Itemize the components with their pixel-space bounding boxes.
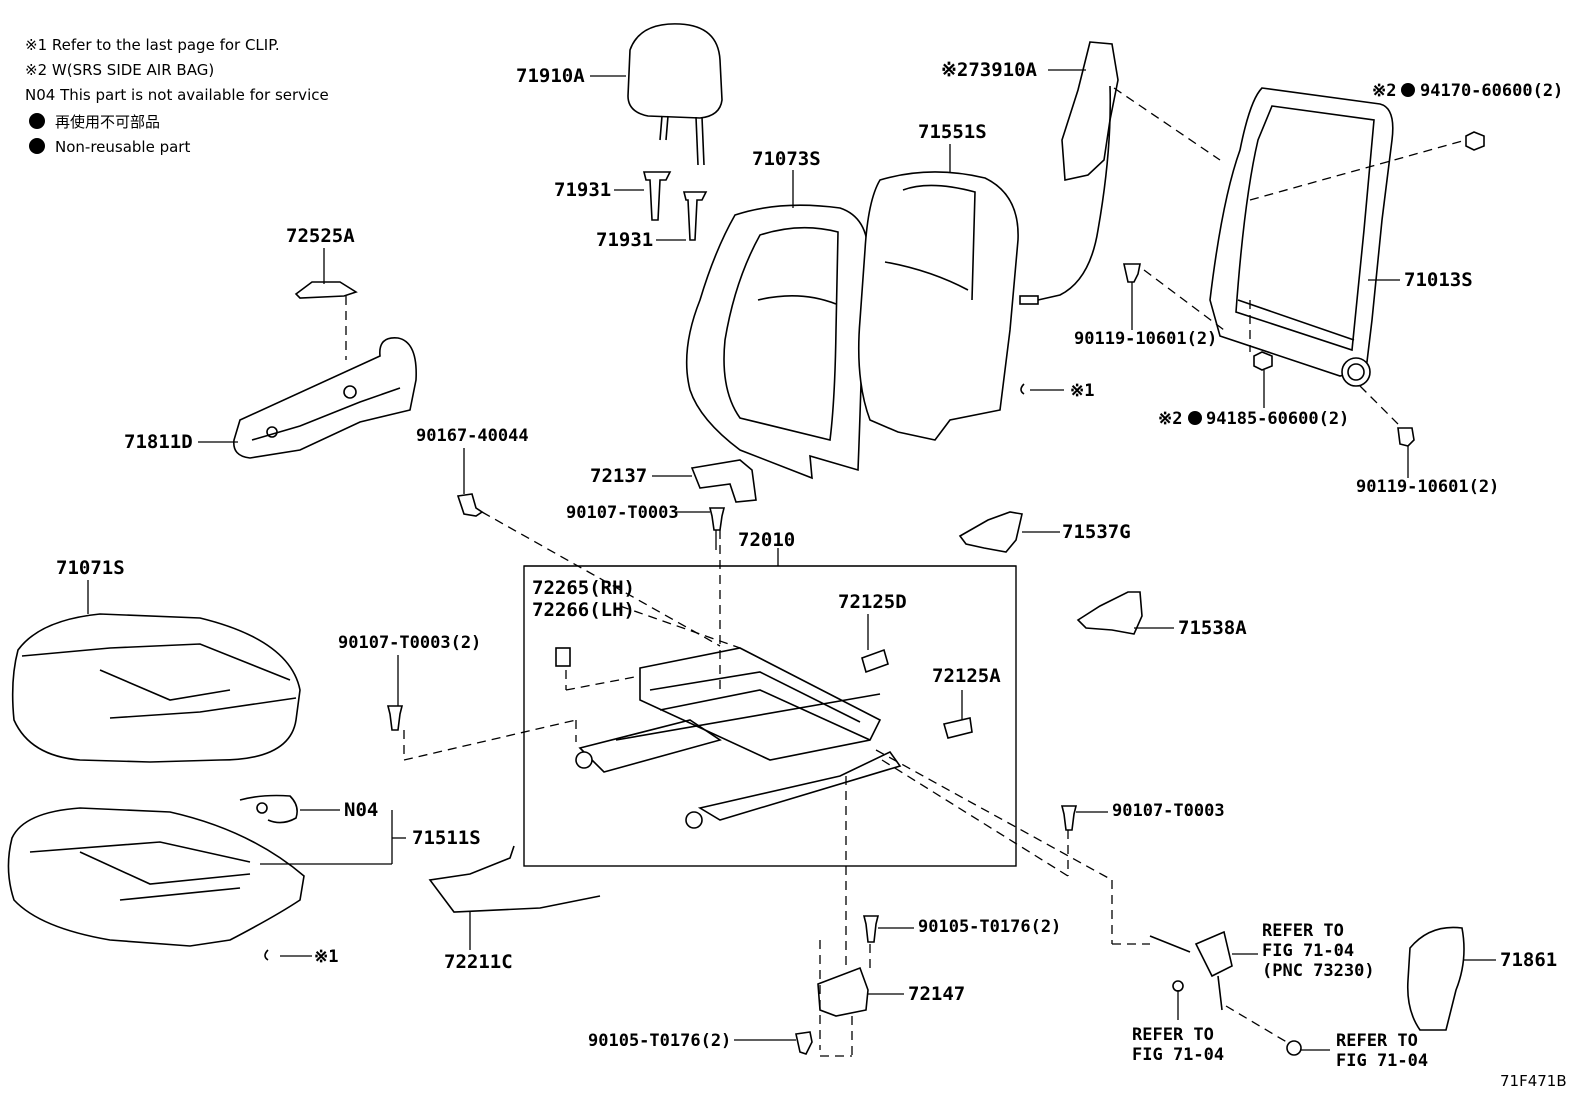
cover-71861-drawing: [1406, 926, 1465, 1031]
label-refer-belt-3: (PNC 73230): [1262, 961, 1375, 981]
label-72525A: 72525A: [286, 225, 355, 247]
headrest-drawing: [627, 23, 723, 166]
label-90107-top: 90107-T0003: [566, 503, 679, 523]
label-72125D: 72125D: [838, 591, 907, 613]
cushion-pad-drawing: [7, 807, 305, 947]
cover-71537G-drawing: [958, 511, 1023, 553]
note-n04: N04 This part is not available for servi…: [25, 86, 329, 104]
label-94170-note: ※2: [1372, 81, 1396, 101]
headrest-support-drawing: [642, 171, 708, 241]
assembly-dashed-lines: [345, 87, 1467, 1057]
bolt-90167-drawing: [456, 493, 484, 517]
bolt-90105-lower-drawing: [795, 1031, 813, 1055]
bolt-90119-upper-drawing: [1123, 263, 1141, 283]
label-72266-lh: 72266(LH): [532, 599, 635, 621]
note-non-reusable-jp: 再使用不可部品: [55, 113, 160, 131]
note-non-reusable-en: Non-reusable part: [55, 138, 190, 156]
harness-N04-drawing: [239, 794, 298, 824]
label-refer-nut-1: REFER TO: [1336, 1031, 1418, 1051]
label-71931-upper: 71931: [554, 179, 611, 201]
label-71931-lower: 71931: [596, 229, 653, 251]
label-71071S: 71071S: [56, 557, 125, 579]
label-90107-right: 90107-T0003: [1112, 801, 1225, 821]
label-refer-nut-2: FIG 71-04: [1336, 1051, 1428, 1071]
part-labels: 71910A ※273910A ※2 94170-60600(2) 71551S…: [56, 59, 1567, 1090]
label-90167-40044: 90167-40044: [416, 426, 529, 446]
label-71910A: 71910A: [516, 65, 585, 87]
label-90105-lower: 90105-T0176(2): [588, 1031, 731, 1051]
label-refer-mid-2: FIG 71-04: [1132, 1045, 1224, 1065]
seatback-cover-drawing: [685, 204, 869, 480]
label-72211C: 72211C: [444, 951, 513, 973]
screw-90107-right-drawing: [1060, 805, 1078, 831]
cover-72125D-drawing: [861, 648, 889, 674]
nut-94185-drawing: [1253, 351, 1273, 371]
label-refer-belt-1: REFER TO: [1262, 921, 1344, 941]
clip-symbol-icon: [264, 383, 1025, 961]
nut-94170-drawing: [1465, 131, 1485, 151]
label-71073S: 71073S: [752, 148, 821, 170]
label-72265-rh: 72265(RH): [532, 577, 635, 599]
label-94185-note: ※2: [1158, 409, 1182, 429]
leader-lines: [87, 69, 1496, 1051]
seatback-pad-drawing: [857, 171, 1019, 441]
label-90119-upper: 90119-10601(2): [1074, 329, 1217, 349]
non-reusable-bullet-icon: [1401, 83, 1415, 97]
label-refer-mid-1: REFER TO: [1132, 1025, 1214, 1045]
label-clip-upper: ※1: [1070, 381, 1094, 401]
label-71538A: 71538A: [1178, 617, 1247, 639]
label-71811D: 71811D: [124, 431, 193, 453]
seatbelt-buckle-drawing: [1149, 930, 1302, 1056]
label-71551S: 71551S: [918, 121, 987, 143]
label-72010: 72010: [738, 529, 795, 551]
side-airbag-drawing: [1019, 41, 1119, 305]
label-90119-lower: 90119-10601(2): [1356, 477, 1499, 497]
seat-track-drawing: [575, 647, 902, 829]
bracket-72147-drawing: [817, 966, 869, 1017]
non-reusable-bullet-icon: [29, 138, 45, 154]
label-N04: N04: [344, 799, 378, 821]
non-reusable-bullet-icon: [29, 113, 45, 129]
cover-71538A-drawing: [1076, 591, 1143, 635]
label-71861: 71861: [1500, 949, 1557, 971]
label-94170-60600: 94170-60600(2): [1420, 81, 1563, 101]
cover-72137-drawing: [690, 459, 757, 503]
cushion-cover-drawing: [11, 613, 301, 763]
screw-90107-left-drawing: [386, 705, 404, 731]
label-73910A: ※273910A: [941, 59, 1038, 81]
label-90105-upper: 90105-T0176(2): [918, 917, 1061, 937]
bolt-90105-upper-drawing: [862, 915, 880, 943]
label-clip-lower: ※1: [314, 947, 338, 967]
seatback-frame-drawing: [1209, 87, 1394, 387]
label-71537G: 71537G: [1062, 521, 1131, 543]
wire-72211C-drawing: [428, 845, 601, 913]
label-71013S: 71013S: [1404, 269, 1473, 291]
cover-72125A-drawing: [942, 717, 973, 739]
figure-code: 71F471B: [1500, 1072, 1567, 1090]
label-72147: 72147: [908, 983, 965, 1005]
label-94185-60600: 94185-60600(2): [1206, 409, 1349, 429]
side-shield-drawing: [233, 337, 417, 459]
label-72137: 72137: [590, 465, 647, 487]
cover-72265-drawing: [555, 647, 571, 667]
label-72125A: 72125A: [932, 665, 1001, 687]
label-refer-belt-2: FIG 71-04: [1262, 941, 1354, 961]
legend-notes: ※1 Refer to the last page for CLIP. ※2 W…: [25, 36, 329, 156]
assembly-72010-box: [523, 565, 1017, 867]
trim-clip-72525A-drawing: [294, 281, 358, 299]
label-71511S: 71511S: [412, 827, 481, 849]
note-clip: ※1 Refer to the last page for CLIP.: [25, 36, 280, 54]
bolt-90119-lower-drawing: [1397, 427, 1415, 447]
non-reusable-bullet-icon: [1188, 411, 1202, 425]
note-side-airbag: ※2 W(SRS SIDE AIR BAG): [25, 61, 214, 79]
label-90107-left: 90107-T0003(2): [338, 633, 481, 653]
screw-90107-top-drawing: [708, 507, 726, 531]
